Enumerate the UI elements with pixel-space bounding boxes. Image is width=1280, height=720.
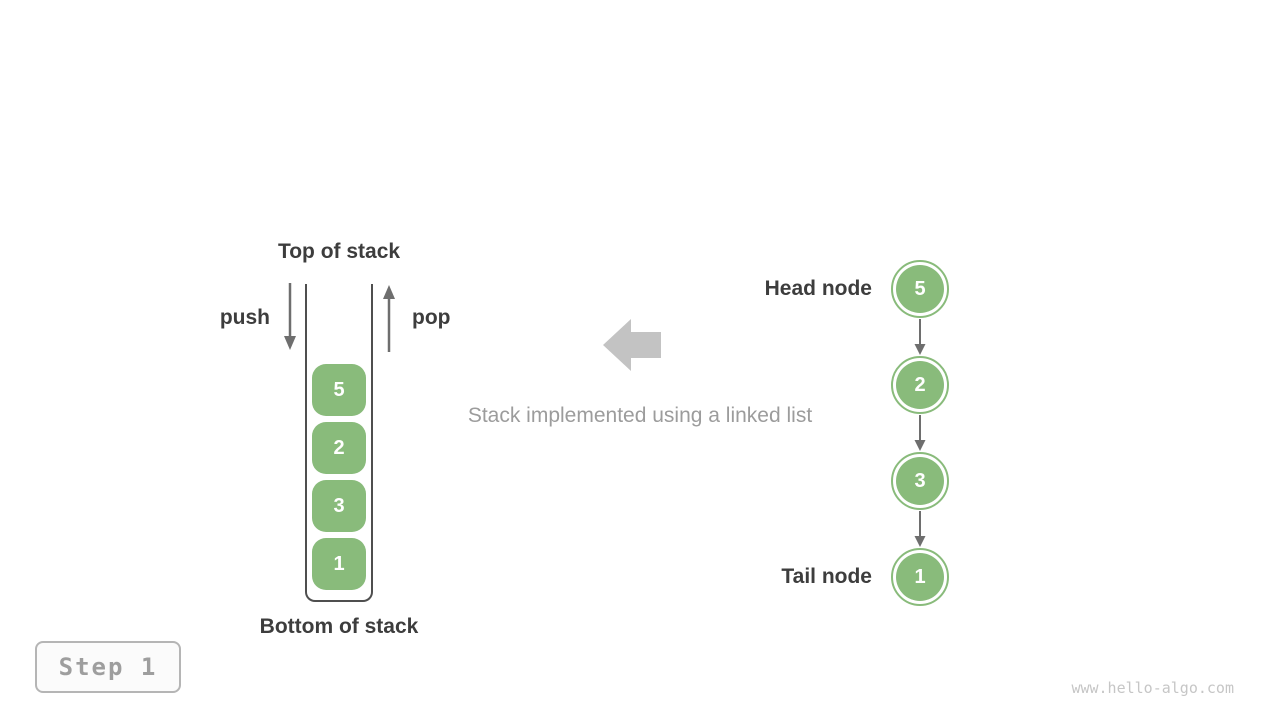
link-arrow-icon: [914, 319, 926, 355]
step-badge: Step 1: [35, 641, 181, 693]
node-value: 1: [896, 553, 944, 601]
linked-list-node: 5: [891, 260, 949, 318]
head-node-label: Head node: [764, 277, 872, 300]
pop-arrow-icon: [383, 285, 395, 352]
stack-item: 1: [312, 538, 366, 590]
push-arrow-icon: [284, 283, 296, 350]
tail-node-label: Tail node: [781, 565, 872, 588]
linked-list-node: 3: [891, 452, 949, 510]
stack-item: 2: [312, 422, 366, 474]
caption-text: Stack implemented using a linked list: [467, 404, 813, 427]
stack-item: 3: [312, 480, 366, 532]
bottom-of-stack-label: Bottom of stack: [259, 615, 419, 638]
stack-container: [305, 284, 373, 602]
node-value: 2: [896, 361, 944, 409]
node-value: 3: [896, 457, 944, 505]
push-label: push: [219, 306, 270, 329]
top-of-stack-label: Top of stack: [277, 240, 401, 263]
stack-item: 5: [312, 364, 366, 416]
watermark: www.hello-algo.com: [1071, 679, 1234, 697]
link-arrow-icon: [914, 415, 926, 451]
pop-label: pop: [412, 306, 451, 329]
linked-list-node: 2: [891, 356, 949, 414]
linked-list-node: 1: [891, 548, 949, 606]
link-arrow-icon: [914, 511, 926, 547]
left-block-arrow-icon: [603, 319, 661, 371]
node-value: 5: [896, 265, 944, 313]
